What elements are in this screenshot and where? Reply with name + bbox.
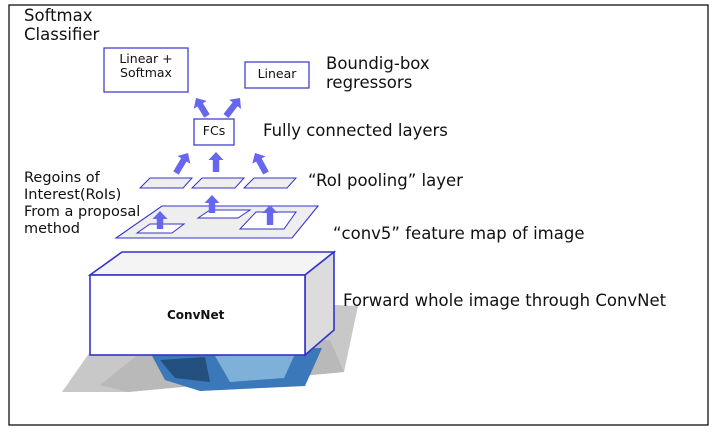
convnet-label: ConvNet bbox=[167, 308, 225, 322]
linear-softmax-line-1: Linear + bbox=[119, 51, 173, 66]
fcs-box bbox=[193, 118, 235, 146]
cube-front-face bbox=[89, 274, 306, 356]
cube-top-face bbox=[87, 251, 337, 276]
linear-softmax-box-label: Linear + Softmax bbox=[104, 51, 188, 81]
linear-box bbox=[244, 61, 310, 89]
arrow-pool-to-fcs-left bbox=[173, 153, 191, 175]
arrow-pool-to-fcs-right bbox=[252, 153, 269, 175]
rois-label: Regoins of Interest(RoIs) From a proposa… bbox=[24, 170, 140, 238]
softmax-classifier-line-2: Classifier bbox=[24, 25, 100, 45]
linear-box-label: Linear bbox=[257, 66, 297, 81]
rois-line-2: Interest(RoIs) bbox=[24, 187, 122, 204]
bbox-regressors-line-1: Boundig-box bbox=[326, 54, 430, 73]
image-photo-highlight bbox=[215, 354, 295, 382]
linear-softmax-line-2: Softmax bbox=[120, 65, 172, 81]
arrows bbox=[152, 98, 278, 229]
roi-pool-cell-3 bbox=[242, 177, 298, 189]
roi-pool-cell-2 bbox=[190, 177, 246, 189]
roi-pooling-layer bbox=[138, 177, 298, 189]
softmax-classifier-label: Softmax Classifier bbox=[24, 6, 99, 45]
arrow-fcs-to-softmax bbox=[193, 98, 210, 118]
arrow-roi-1-up bbox=[152, 211, 168, 229]
fcs-box-label: FCs bbox=[202, 123, 226, 138]
convnet-cube bbox=[87, 250, 337, 357]
softmax-classifier-line-1: Softmax bbox=[24, 6, 93, 25]
arrow-pool-to-fcs-center bbox=[208, 152, 224, 172]
arrow-fcs-to-linear bbox=[223, 98, 241, 118]
linear-softmax-box bbox=[103, 47, 189, 93]
arrow-roi-3-up bbox=[262, 205, 278, 225]
bbox-regressors-line-2: regressors bbox=[326, 73, 413, 93]
rois-line-3: From a proposal bbox=[24, 204, 141, 221]
rois-line-1: Regoins of bbox=[24, 170, 100, 186]
roi-pooling-label: “RoI pooling” layer bbox=[308, 171, 463, 190]
forward-label: Forward whole image through ConvNet bbox=[343, 291, 667, 310]
fully-connected-label: Fully connected layers bbox=[263, 121, 448, 140]
bbox-regressors-label: Boundig-box regressors bbox=[326, 54, 430, 93]
rois-line-4: method bbox=[24, 221, 80, 238]
roi-pool-cell-1 bbox=[138, 177, 194, 189]
conv5-label: “conv5” feature map of image bbox=[333, 224, 585, 243]
image-photo-dark bbox=[160, 357, 210, 382]
arrow-roi-2-up bbox=[204, 195, 220, 213]
